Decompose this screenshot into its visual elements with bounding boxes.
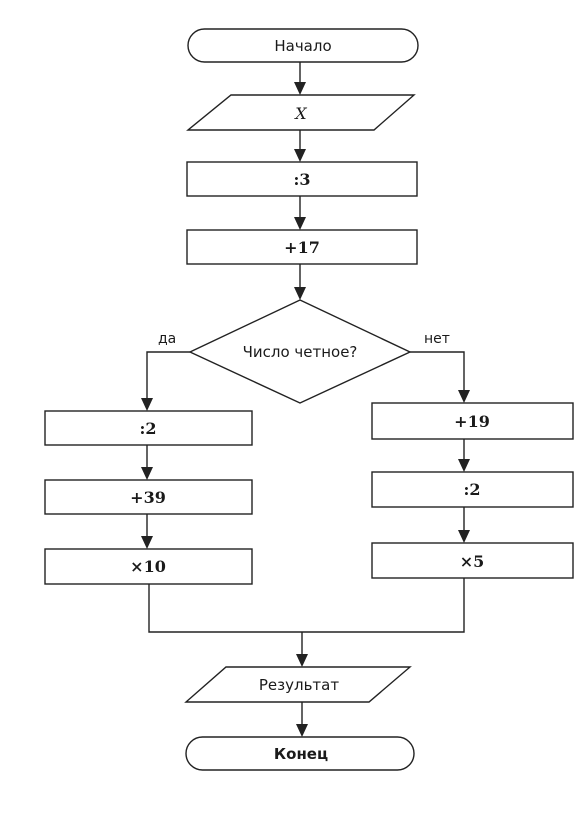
process-divide-3: :3	[186, 161, 418, 197]
end-terminator: Конец	[185, 736, 415, 771]
start-label: Начало	[274, 37, 331, 55]
yes-step-2: +39	[44, 479, 253, 515]
no-step-3-label: ×5	[460, 552, 485, 571]
yes-step-3-label: ×10	[130, 557, 166, 576]
output-block: Результат	[184, 666, 412, 703]
start-terminator: Начало	[187, 28, 419, 63]
branch-yes-label: да	[158, 331, 176, 347]
decision-label: Число четное?	[243, 343, 358, 361]
yes-step-1: :2	[44, 410, 253, 446]
yes-step-2-label: +39	[130, 488, 166, 507]
no-step-2: :2	[371, 471, 574, 508]
input-label: X	[293, 104, 307, 123]
no-step-2-label: :2	[463, 480, 480, 499]
input-block: X	[186, 94, 416, 131]
process-divide-3-label: :3	[293, 170, 310, 189]
process-add-17: +17	[186, 229, 418, 265]
connectors	[141, 62, 470, 737]
decision-even: Число четное?	[188, 299, 412, 404]
no-step-1: +19	[371, 402, 574, 440]
output-label: Результат	[259, 676, 339, 694]
process-add-17-label: +17	[284, 238, 320, 257]
no-step-3: ×5	[371, 542, 574, 579]
yes-step-1-label: :2	[139, 419, 156, 438]
end-label: Конец	[274, 745, 328, 763]
yes-step-3: ×10	[44, 548, 253, 585]
no-step-1-label: +19	[454, 412, 490, 431]
branch-no-label: нет	[424, 331, 450, 347]
